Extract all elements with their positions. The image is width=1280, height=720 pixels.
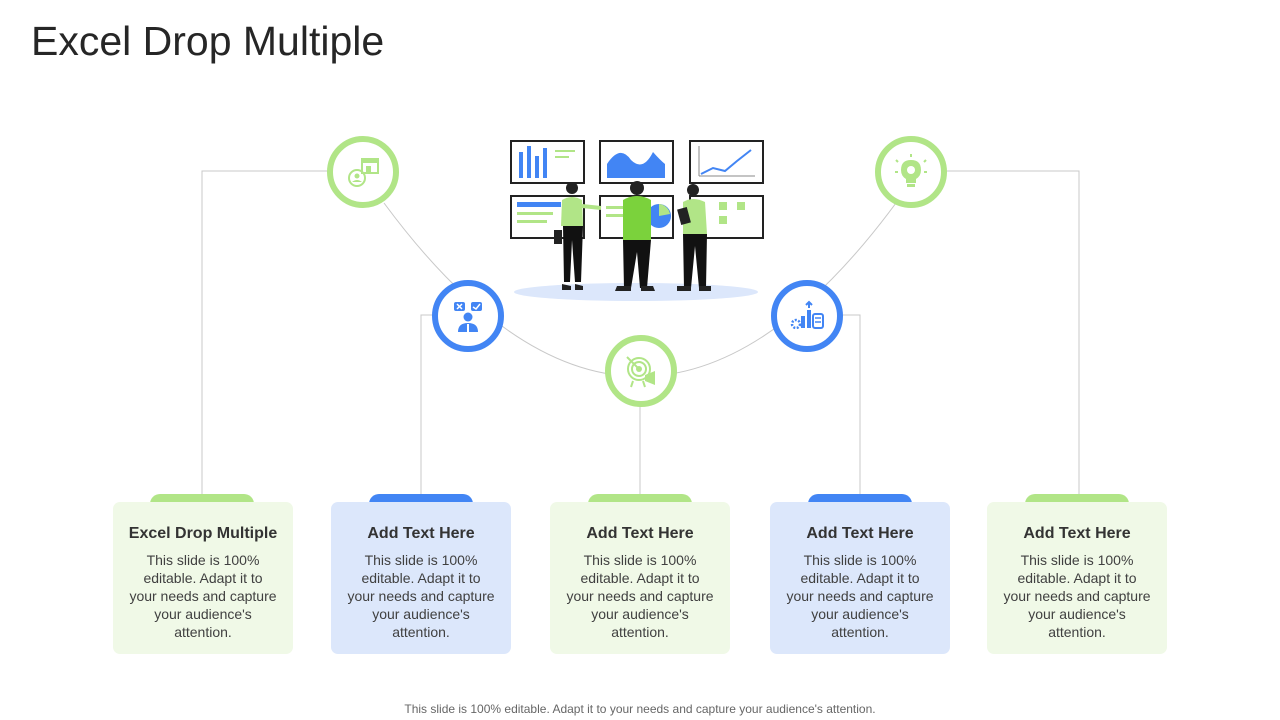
card-body: This slide is 100% editable. Adapt it to… — [566, 552, 714, 640]
card-body: This slide is 100% editable. Adapt it to… — [1003, 552, 1151, 640]
text-card-4: Add Text Here This slide is 100% editabl… — [770, 502, 950, 654]
card-title: Add Text Here — [806, 525, 914, 542]
card-body: This slide is 100% editable. Adapt it to… — [786, 552, 934, 640]
connector-line-5 — [945, 170, 1080, 495]
card-title: Excel Drop Multiple — [128, 525, 278, 542]
growth-chart-gear-icon — [771, 280, 843, 352]
lightbulb-idea-icon — [875, 136, 947, 208]
connector-line-4 — [840, 314, 861, 495]
target-megaphone-icon — [605, 335, 677, 407]
text-card-3: Add Text Here This slide is 100% editabl… — [550, 502, 730, 654]
footer-note: This slide is 100% editable. Adapt it to… — [404, 702, 876, 716]
card-title: Add Text Here — [1023, 525, 1131, 542]
card-body: This slide is 100% editable. Adapt it to… — [129, 552, 277, 640]
text-card-5: Add Text Here This slide is 100% editabl… — [987, 502, 1167, 654]
text-card-1: Excel Drop Multiple This slide is 100% e… — [113, 502, 293, 654]
user-decision-icon — [432, 280, 504, 352]
text-card-2: Add Text Here This slide is 100% editabl… — [331, 502, 511, 654]
team-dashboard-illustration — [510, 140, 764, 301]
card-title: Add Text Here — [586, 525, 694, 542]
page-title: Excel Drop Multiple — [31, 18, 385, 64]
connector-line-2 — [420, 314, 435, 495]
connector-line-1 — [201, 170, 330, 495]
store-location-icon — [327, 136, 399, 208]
card-title: Add Text Here — [367, 525, 475, 542]
card-body: This slide is 100% editable. Adapt it to… — [347, 552, 495, 640]
